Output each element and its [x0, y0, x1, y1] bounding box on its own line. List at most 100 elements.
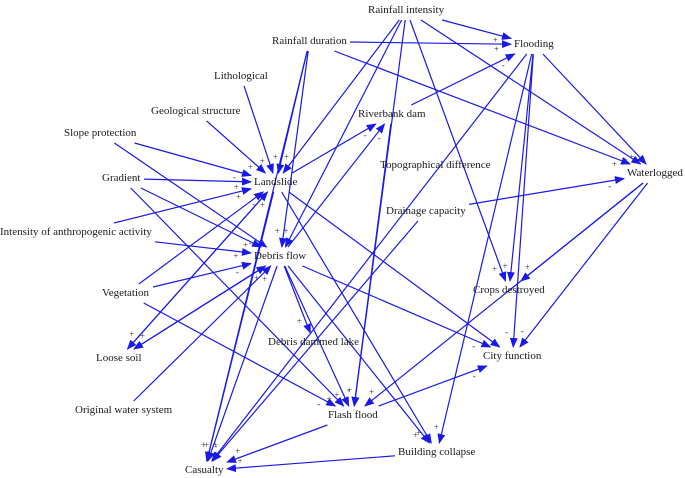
edge-debris-flow-to-riverbank-dam: [287, 123, 386, 248]
edge-anthropogenic-to-debris-flow: [154, 241, 252, 256]
node-riverbank-dam: Riverbank dam: [358, 108, 426, 120]
edge-sign: +: [525, 261, 531, 272]
edge-sign: +: [203, 439, 209, 450]
edge-sign: -: [472, 341, 476, 351]
edge-rainfall-intensity-to-landslide: [282, 19, 400, 174]
edge-drainage-capacity-to-casualty: [211, 220, 419, 462]
edge-vegetation-to-debris-flow: [152, 261, 252, 288]
node-rainfall-duration: Rainfall duration: [272, 35, 347, 47]
edge-flooding-to-building-collapse: [437, 53, 533, 444]
edge-slope-protection-to-landslide: [134, 142, 252, 177]
edge-sign: -: [481, 337, 485, 348]
edge-landslide-to-casualty: [205, 191, 275, 462]
edge-sign: +: [274, 226, 280, 237]
node-debris-dammed-lake: Debris dammed lake: [268, 336, 360, 348]
node-waterlogged: Waterlogged: [627, 167, 683, 179]
edge-flash-flood-to-city-function: [378, 365, 488, 407]
edge-anthropogenic-to-landslide: [113, 187, 252, 224]
node-building-collapse: Building collapse: [398, 446, 476, 458]
node-lithological: Lithological: [214, 70, 268, 82]
edge-sign: -: [520, 326, 524, 337]
edge-sign: +: [347, 385, 353, 396]
node-flash-flood: Flash flood: [328, 409, 378, 421]
edge-landslide-to-city-function: [288, 191, 501, 348]
edge-landslide-to-building-collapse: [281, 191, 432, 444]
edge-sign: +: [296, 316, 302, 327]
edge-rainfall-duration-to-debris-flow: [279, 50, 309, 248]
edge-sign: +: [129, 328, 135, 339]
edge-slope-protection-to-debris-flow: [114, 142, 268, 248]
edge-sign: +: [622, 155, 628, 166]
edge-rainfall-intensity-to-debris-flow: [284, 19, 403, 248]
node-casualty: Casualty: [185, 464, 224, 476]
edge-sign: +: [283, 152, 289, 163]
edge-flash-flood-to-casualty: [226, 424, 328, 463]
edge-sign: -: [317, 398, 321, 409]
edge-flooding-to-city-function: [509, 53, 534, 348]
edge-rainfall-duration-to-flooding: [349, 40, 512, 49]
edge-sign: +: [212, 440, 218, 451]
edge-sign: -: [377, 132, 381, 143]
edge-sign: +: [253, 272, 259, 283]
edge-geological-structure-to-landslide: [206, 120, 267, 174]
node-crops-destroyed: Crops destroyed: [473, 284, 545, 296]
node-slope-protection: Slope protection: [64, 127, 137, 139]
edge-waterlogged-to-flash-flood: [364, 182, 644, 407]
edge-flooding-to-casualty: [211, 53, 528, 462]
edge-rainfall-duration-to-waterlogged: [334, 50, 632, 165]
edge-sign: +: [629, 151, 635, 162]
edge-sign: -: [472, 370, 476, 381]
edge-sign: +: [283, 225, 289, 236]
edge-sign: +: [201, 440, 207, 450]
edge-sign: +: [259, 200, 265, 211]
edge-sign: +: [413, 429, 419, 440]
node-gradient: Gradient: [102, 172, 141, 184]
edge-building-collapse-to-casualty: [226, 455, 396, 473]
edge-sign: +: [201, 440, 207, 450]
node-vegetation: Vegetation: [102, 287, 150, 299]
edge-sign: +: [272, 152, 278, 162]
edge-vegetation-to-flash-flood: [143, 302, 337, 407]
edge-sign: +: [326, 394, 332, 405]
edge-sign: -: [214, 440, 218, 451]
edge-vegetation-to-landslide: [138, 191, 265, 285]
edge-gradient-to-debris-flow: [140, 187, 262, 248]
edge-sign: +: [611, 158, 617, 169]
edge-sign: +: [233, 181, 239, 192]
edge-sign: -: [235, 266, 239, 277]
edge-sign: +: [416, 428, 422, 438]
edge-sign: +: [334, 389, 340, 400]
edge-debris-flow-to-loose-soil: [133, 265, 266, 350]
edge-sign: -: [505, 326, 509, 337]
edge-rainfall-intensity-to-crops-destroyed: [409, 19, 507, 282]
edge-gradient-to-flash-flood: [130, 187, 345, 407]
edge-debris-flow-to-building-collapse: [287, 265, 431, 444]
edge-sign: +: [492, 34, 498, 45]
node-flooding: Flooding: [514, 38, 554, 50]
edge-rainfall-intensity-to-flooding: [441, 19, 512, 40]
edge-flooding-to-waterlogged: [542, 53, 647, 165]
node-original-water-system: Original water system: [75, 404, 173, 416]
edge-sign: +: [493, 44, 499, 54]
edge-sign: -: [501, 59, 505, 70]
edge-sign: +: [262, 274, 268, 285]
edge-sign: +: [369, 386, 375, 397]
edge-riverbank-dam-to-flash-flood: [351, 123, 392, 407]
edge-drainage-capacity-to-waterlogged: [468, 176, 625, 205]
node-drainage-capacity: Drainage capacity: [386, 205, 466, 217]
edge-sign: +: [259, 155, 265, 166]
edge-sign: +: [433, 422, 439, 432]
edge-sign: +: [492, 263, 498, 274]
node-landslide: Landslide: [254, 176, 298, 188]
node-topographical-difference: Topographical difference: [380, 159, 491, 171]
edge-sign: -: [232, 171, 236, 182]
edge-sign: +: [233, 251, 239, 262]
edge-debris-flow-to-flash-flood: [284, 265, 350, 407]
edge-sign: +: [502, 260, 508, 271]
edge-sign: +: [139, 330, 145, 341]
edge-sign: -: [248, 238, 252, 249]
node-geological-structure: Geological structure: [151, 105, 241, 117]
edge-lithological-to-landslide: [243, 85, 274, 174]
